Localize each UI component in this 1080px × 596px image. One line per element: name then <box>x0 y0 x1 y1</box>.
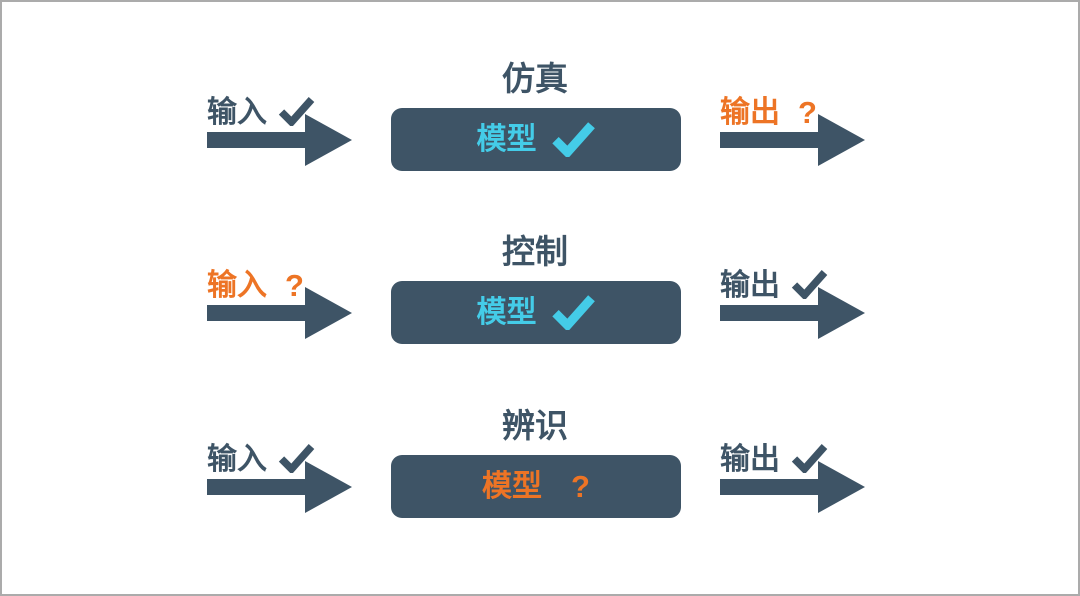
model-box: 模型 ? <box>391 455 681 518</box>
input-label-line: 输入 <box>207 443 315 477</box>
output-arrow-icon <box>720 287 865 339</box>
output-label: 输出 <box>720 269 780 302</box>
output-label-line: 输出 ? <box>720 96 817 130</box>
row-title: 仿真 <box>502 60 568 97</box>
row-identification: 辨识 输入 模型 ? 输出 <box>2 407 1078 552</box>
output-arrow-icon <box>720 461 865 513</box>
question-mark: ? <box>285 268 304 303</box>
input-label: 输入 <box>207 443 267 476</box>
row-title: 辨识 <box>502 407 568 444</box>
model-label: 模型 <box>476 122 537 156</box>
input-arrow-icon <box>207 287 352 339</box>
output-label: 输出 <box>720 96 780 129</box>
row-simulation: 仿真 输入 模型 输出 ? <box>2 60 1078 205</box>
input-label-line: 输入 ? <box>207 269 304 303</box>
input-label: 输入 <box>207 96 267 129</box>
input-label: 输入 <box>207 269 267 302</box>
output-label: 输出 <box>720 443 780 476</box>
output-group: 输出 <box>720 443 872 531</box>
input-label-line: 输入 <box>207 96 315 130</box>
model-label: 模型 <box>476 295 537 329</box>
output-label-line: 输出 <box>720 269 828 303</box>
output-group: 输出 ? <box>720 96 872 184</box>
model-box: 模型 <box>391 281 681 344</box>
model-box: 模型 <box>391 108 681 171</box>
input-group: 输入 <box>207 443 359 531</box>
input-arrow-icon <box>207 461 352 513</box>
row-title: 控制 <box>502 233 568 270</box>
input-group: 输入 ? <box>207 269 359 357</box>
input-arrow-icon <box>207 114 352 166</box>
row-control: 控制 输入 ? 模型 输出 <box>2 233 1078 378</box>
output-group: 输出 <box>720 269 872 357</box>
question-mark: ? <box>571 468 590 504</box>
check-icon <box>551 294 596 330</box>
input-group: 输入 <box>207 96 359 184</box>
check-icon <box>551 121 596 157</box>
output-label-line: 输出 <box>720 443 828 477</box>
model-label: 模型 <box>482 469 543 503</box>
question-mark: ? <box>798 95 817 130</box>
output-arrow-icon <box>720 114 865 166</box>
